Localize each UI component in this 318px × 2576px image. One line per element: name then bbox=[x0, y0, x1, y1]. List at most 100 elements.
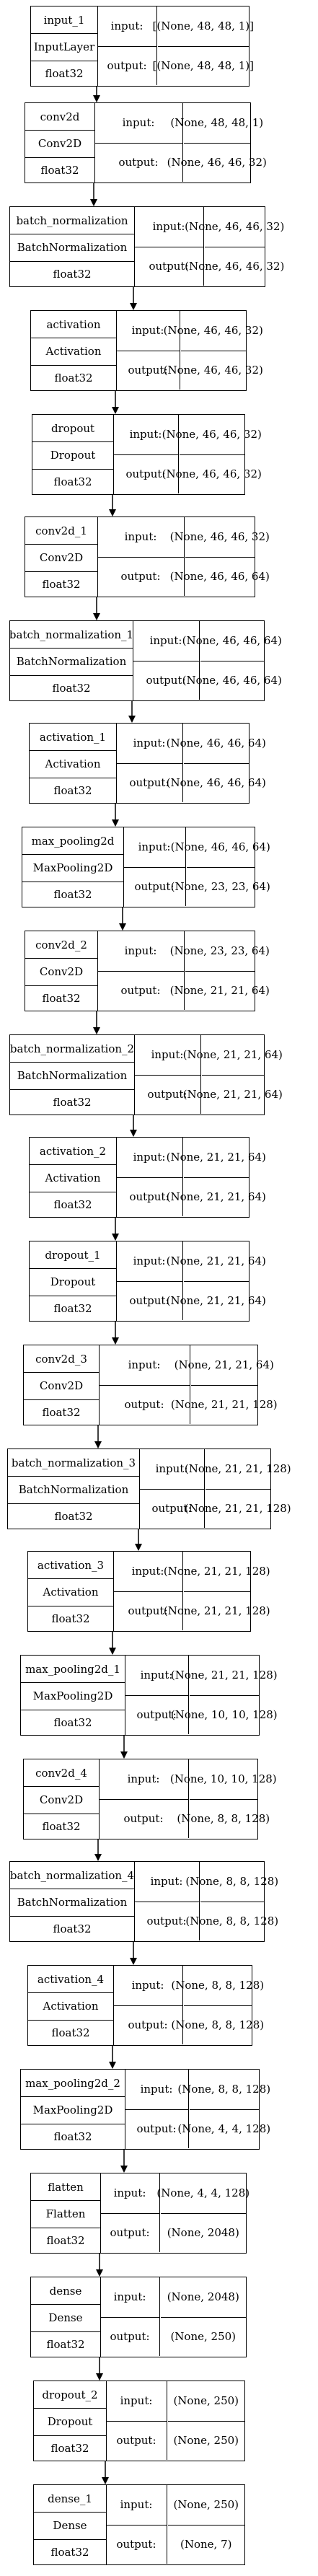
input-label: input: bbox=[123, 827, 186, 868]
layer-dtype: float32 bbox=[42, 992, 81, 1006]
output-shape: [(None, 48, 48, 1)] bbox=[152, 58, 254, 72]
input-label: input: bbox=[99, 1759, 189, 1800]
layer-name: max_pooling2d_1 bbox=[21, 1656, 125, 1684]
input-shape: (None, 48, 48, 1) bbox=[170, 103, 263, 144]
layer-dtype: float32 bbox=[46, 2234, 85, 2248]
output-label: output: bbox=[106, 2524, 167, 2564]
layer-type: Activation bbox=[30, 1164, 116, 1192]
layer-dtype: float32 bbox=[53, 268, 92, 281]
layer-type: MaxPooling2D bbox=[21, 2096, 125, 2124]
layer-type: BatchNormalization bbox=[10, 234, 134, 262]
arrowhead-icon bbox=[109, 509, 116, 516]
input-label: input: bbox=[97, 6, 157, 47]
arrowhead-icon bbox=[112, 1234, 119, 1241]
layer-type: Conv2D bbox=[25, 130, 94, 158]
layer-dtype: float32 bbox=[40, 164, 79, 177]
input-shape: (None, 21, 21, 64) bbox=[183, 1035, 283, 1076]
input-label: input: bbox=[116, 1241, 183, 1282]
input-shape: (None, 46, 46, 32) bbox=[185, 207, 284, 247]
layer-type: BatchNormalization bbox=[8, 1476, 139, 1504]
arrowhead-icon bbox=[90, 199, 97, 206]
arrowhead-icon bbox=[93, 95, 100, 102]
layer-type: InputLayer bbox=[31, 33, 97, 61]
layer-dtype: float32 bbox=[53, 1302, 92, 1316]
output-shape: (None, 21, 21, 128) bbox=[184, 1501, 291, 1515]
output-shape: (None, 21, 21, 64) bbox=[166, 1293, 266, 1307]
input-shape: (None, 8, 8, 128) bbox=[177, 2070, 270, 2110]
input-label: input: bbox=[134, 207, 204, 247]
input-shape: (None, 10, 10, 128) bbox=[170, 1759, 277, 1800]
arrowhead-icon bbox=[102, 2477, 109, 2484]
layer-name: batch_normalization_4 bbox=[10, 1862, 134, 1890]
input-label: input: bbox=[116, 724, 183, 764]
input-label: input: bbox=[97, 931, 185, 972]
layer-name: flatten bbox=[31, 2173, 100, 2202]
output-label: output: bbox=[97, 556, 185, 596]
input-label: input: bbox=[94, 103, 183, 144]
layer-type: Conv2D bbox=[24, 1786, 99, 1814]
layer-name: activation_1 bbox=[30, 724, 116, 752]
input-shape: (None, 8, 8, 128) bbox=[185, 1862, 278, 1902]
layer-name: dense bbox=[31, 2277, 100, 2305]
output-label: output: bbox=[106, 2420, 167, 2460]
input-label: input: bbox=[116, 1138, 183, 1178]
output-label: output: bbox=[125, 1694, 189, 1734]
input-shape: (None, 2048) bbox=[160, 2277, 246, 2318]
layer-type: Activation bbox=[28, 1992, 113, 2021]
layer-dtype: float32 bbox=[46, 2338, 85, 2352]
input-shape: (None, 46, 46, 32) bbox=[170, 517, 270, 558]
input-shape: (None, 21, 21, 64) bbox=[175, 1345, 274, 1386]
input-shape: (None, 46, 46, 64) bbox=[182, 621, 282, 661]
layer-name: conv2d_3 bbox=[24, 1345, 99, 1373]
arrowhead-icon bbox=[94, 1441, 102, 1449]
output-shape: (None, 21, 21, 128) bbox=[163, 1604, 270, 1617]
layer-name: dense_1 bbox=[34, 2485, 106, 2513]
output-shape: (None, 23, 23, 64) bbox=[170, 879, 270, 893]
arrowhead-icon bbox=[93, 613, 100, 620]
output-shape: (None, 46, 46, 64) bbox=[169, 569, 270, 583]
output-label: output: bbox=[97, 970, 185, 1010]
arrowhead-icon bbox=[120, 1751, 128, 1759]
output-label: output: bbox=[94, 142, 183, 182]
output-label: output: bbox=[116, 350, 180, 390]
layer-dtype: float32 bbox=[50, 2546, 89, 2559]
input-shape: (None, 21, 21, 128) bbox=[164, 1552, 270, 1592]
output-label: output: bbox=[113, 454, 179, 493]
arrowhead-icon bbox=[109, 2062, 116, 2069]
layer-dtype: float32 bbox=[53, 2130, 92, 2144]
arrowhead-icon bbox=[120, 2166, 128, 2173]
input-shape: (None, 8, 8, 128) bbox=[171, 1966, 264, 2006]
layer-type: Dropout bbox=[30, 1268, 116, 1296]
layer-type: Dense bbox=[31, 2304, 100, 2332]
arrowhead-icon bbox=[130, 303, 137, 310]
input-label: input: bbox=[99, 1345, 190, 1386]
output-label: output: bbox=[113, 2005, 183, 2044]
layer-name: max_pooling2d_2 bbox=[21, 2070, 125, 2098]
arrowhead-icon bbox=[135, 1544, 142, 1551]
layer-name: conv2d bbox=[25, 103, 94, 131]
